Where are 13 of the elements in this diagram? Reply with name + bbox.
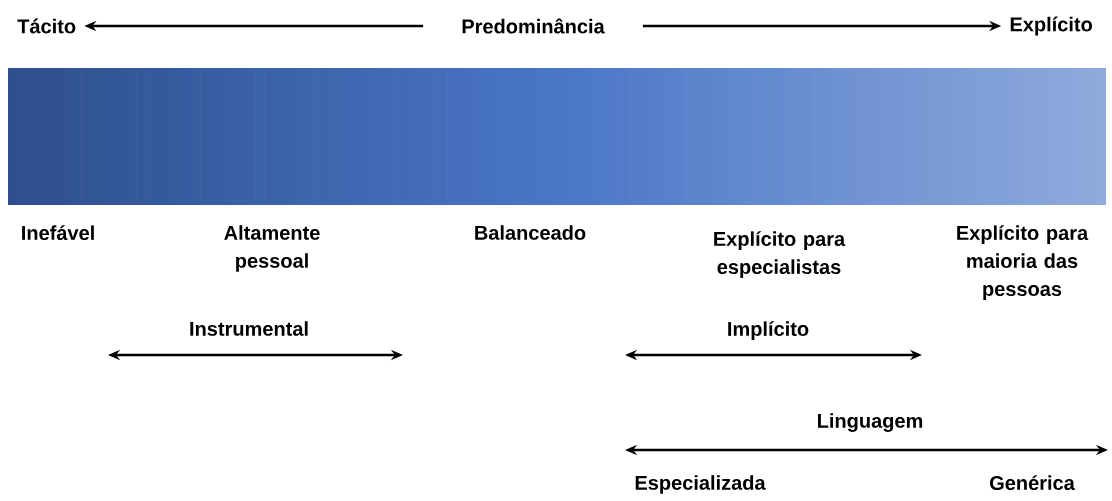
scale-label: Genérica: [990, 475, 1075, 491]
scale-label: Altamente pessoal: [224, 225, 320, 272]
scale-label: Especializada: [635, 475, 766, 494]
scale-label: Linguagem: [818, 413, 923, 432]
scale-label: Explícito para especialistas: [714, 231, 846, 278]
scale-end-label: Predominância: [462, 18, 605, 34]
scale-label: Implícito: [728, 321, 809, 340]
scale-label: Explícito para maioria das pessoas: [957, 225, 1089, 300]
scale-end-label: Explícito: [1010, 16, 1092, 36]
scale-end-label: Tácito: [17, 18, 76, 34]
scale-label: Balanceado: [475, 225, 586, 240]
scale-label: Inefável: [22, 225, 94, 241]
scale-label: Instrumental: [190, 321, 308, 336]
